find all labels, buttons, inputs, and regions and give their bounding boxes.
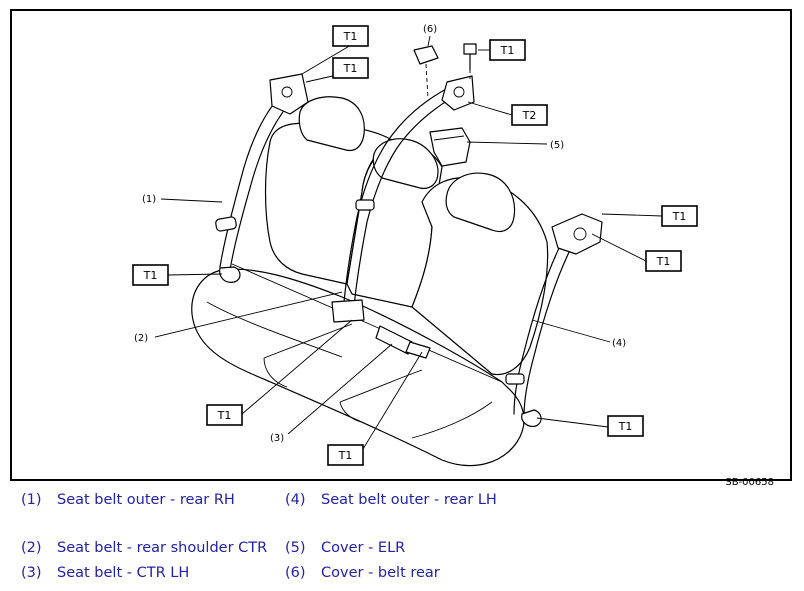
svg-text:T1: T1 [656,255,671,268]
svg-text:T1: T1 [672,210,687,223]
label-5: (5) [550,140,564,151]
legend-item-4: (4)Seat belt outer - rear LH [285,492,497,508]
svg-text:T1: T1 [343,30,358,43]
svg-text:T1: T1 [500,44,515,57]
callout-t1-top-a: T1 [332,25,369,47]
bolt [463,43,477,80]
svg-text:T1: T1 [143,269,158,282]
figure-id: SB-00658 [725,477,774,488]
callout-t1-bottom-center: T1 [327,444,364,466]
label-4: (4) [612,338,626,349]
svg-text:T1: T1 [338,449,353,462]
legend-item-5: (5)Cover - ELR [285,540,406,556]
svg-text:T1: T1 [217,409,232,422]
callout-t1-right-a: T1 [661,205,698,227]
belt-ctr-lh [375,325,431,359]
svg-text:T1: T1 [343,62,358,75]
callout-t1-bottom-left: T1 [206,404,243,426]
label-3: (3) [270,433,284,444]
label-1: (1) [142,194,156,205]
diagram-frame: T1 T1 T1 T2 T1 T1 T1 T1 [10,9,792,488]
legend-item-3: (3)Seat belt - CTR LH [21,565,190,581]
cover-elr [429,127,471,167]
svg-text:T2: T2 [522,109,537,122]
seat-belt-diagram: T1 T1 T1 T2 T1 T1 T1 T1 [132,24,698,467]
callout-t1-top-b: T1 [332,57,369,79]
seat-back [231,96,549,383]
callout-t1-right-b: T1 [645,250,682,272]
legend-item-1: (1)Seat belt outer - rear RH [21,492,235,508]
label-2: (2) [134,333,148,344]
label-6: (6) [423,24,437,35]
callout-t2: T2 [511,104,548,126]
legend-item-6: (6)Cover - belt rear [285,565,440,581]
svg-text:T1: T1 [618,420,633,433]
callout-t1-bolt: T1 [489,39,526,61]
callout-t1-bottom-right: T1 [607,415,644,437]
belt-shoulder-ctr [331,75,475,323]
callout-t1-left: T1 [132,264,169,286]
belt-outer-rear-lh [505,213,603,427]
legend-item-2: (2)Seat belt - rear shoulder CTR [21,540,268,556]
belt-outer-rear-rh [215,73,309,283]
belt-rear-cover [413,45,439,99]
